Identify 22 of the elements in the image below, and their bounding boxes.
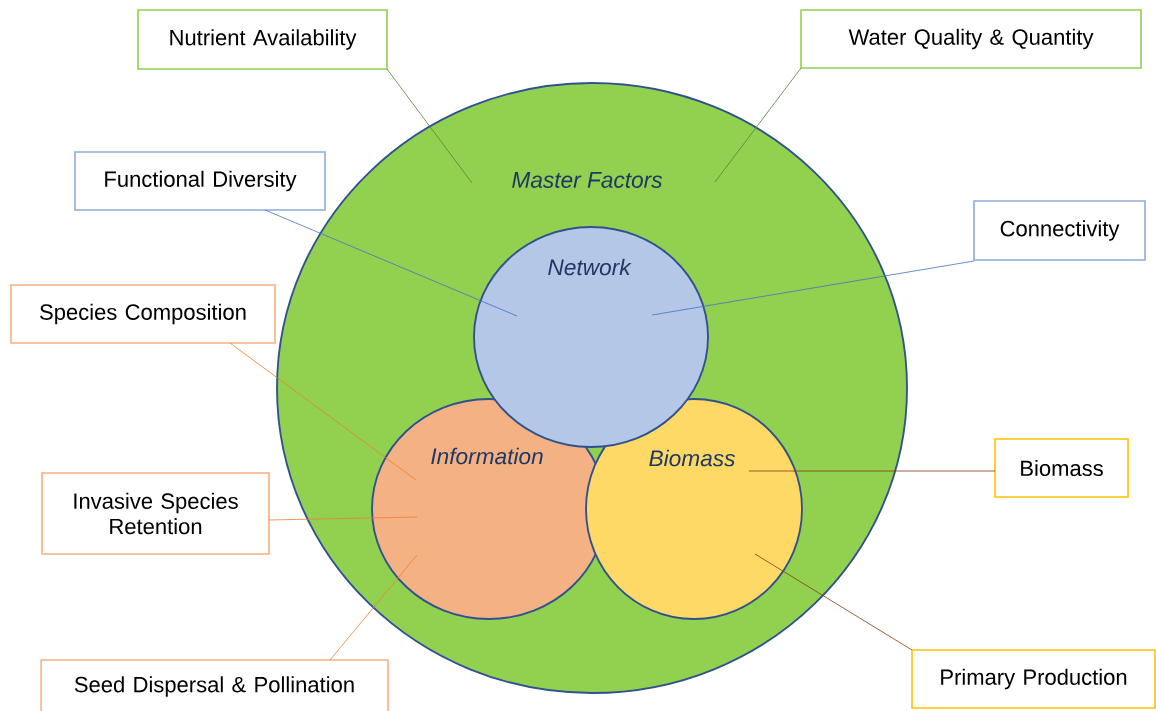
circle-label: Information	[431, 447, 543, 465]
leader-line	[651, 260, 975, 316]
leader-line	[268, 516, 418, 521]
leader-line	[386, 68, 473, 184]
leader-line	[714, 67, 802, 183]
callout-box: Water Quality & Quantity	[800, 9, 1142, 69]
leader-line	[754, 553, 913, 651]
callout-box: Seed Dispersal & Pollination	[40, 659, 389, 711]
callout-box: Connectivity	[973, 200, 1146, 261]
circle-label: Biomass	[649, 449, 735, 467]
callout-box: Species Composition	[10, 284, 276, 344]
callout-box: Biomass	[994, 438, 1129, 498]
circle-label: Master Factors	[512, 172, 663, 188]
callout-box: Functional Diversity	[74, 151, 326, 211]
leader-line	[329, 554, 418, 661]
callout-box: Invasive Species Retention	[41, 472, 270, 555]
callout-box: Primary Production	[911, 649, 1156, 709]
leader-line	[264, 209, 518, 317]
leader-line	[229, 342, 417, 481]
callout-box: Nutrient Availability	[137, 9, 388, 70]
leader-line	[748, 470, 996, 472]
circle-label: Network	[548, 258, 632, 276]
